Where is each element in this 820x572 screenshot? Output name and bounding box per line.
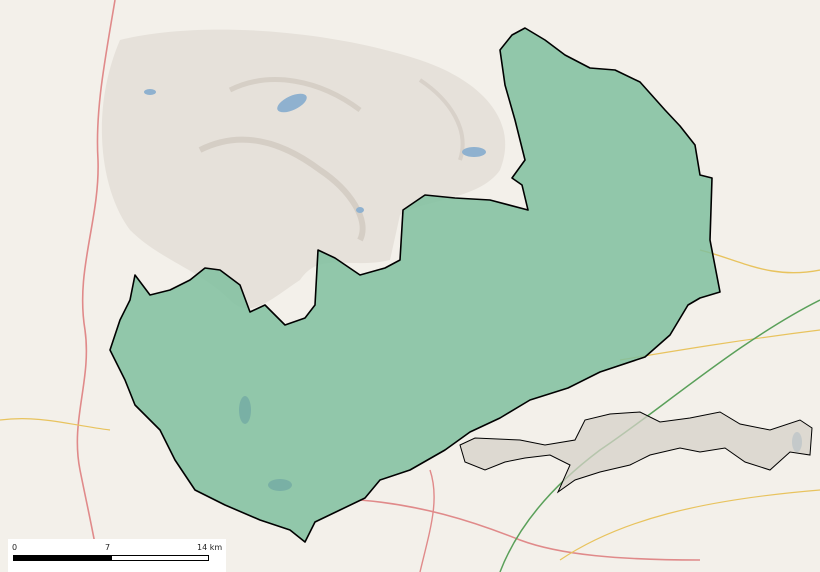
main-road [359,499,701,561]
scale-segment-black [13,555,111,561]
main-road [76,0,116,572]
lake [239,396,251,424]
lake [356,207,364,213]
scale-bar: 0 7 14 km [8,539,226,572]
secondary-road [559,489,820,561]
scale-segment-white [111,555,209,561]
main-road [419,469,435,572]
upland-ridge [418,78,465,161]
scale-label-0: 0 [12,543,18,552]
secondary-road [0,418,111,431]
upland-ridge [228,77,362,113]
highlight-region[interactable] [109,27,721,543]
upland-relief-area [101,29,506,309]
scale-label-mid: 7 [105,543,111,552]
neighbour-region[interactable] [459,411,813,494]
lake [144,89,156,95]
lake [268,479,292,491]
scale-label-max: 14 km [197,543,223,552]
upland-ridge [198,136,366,242]
lake [277,93,307,113]
lake [462,147,486,157]
